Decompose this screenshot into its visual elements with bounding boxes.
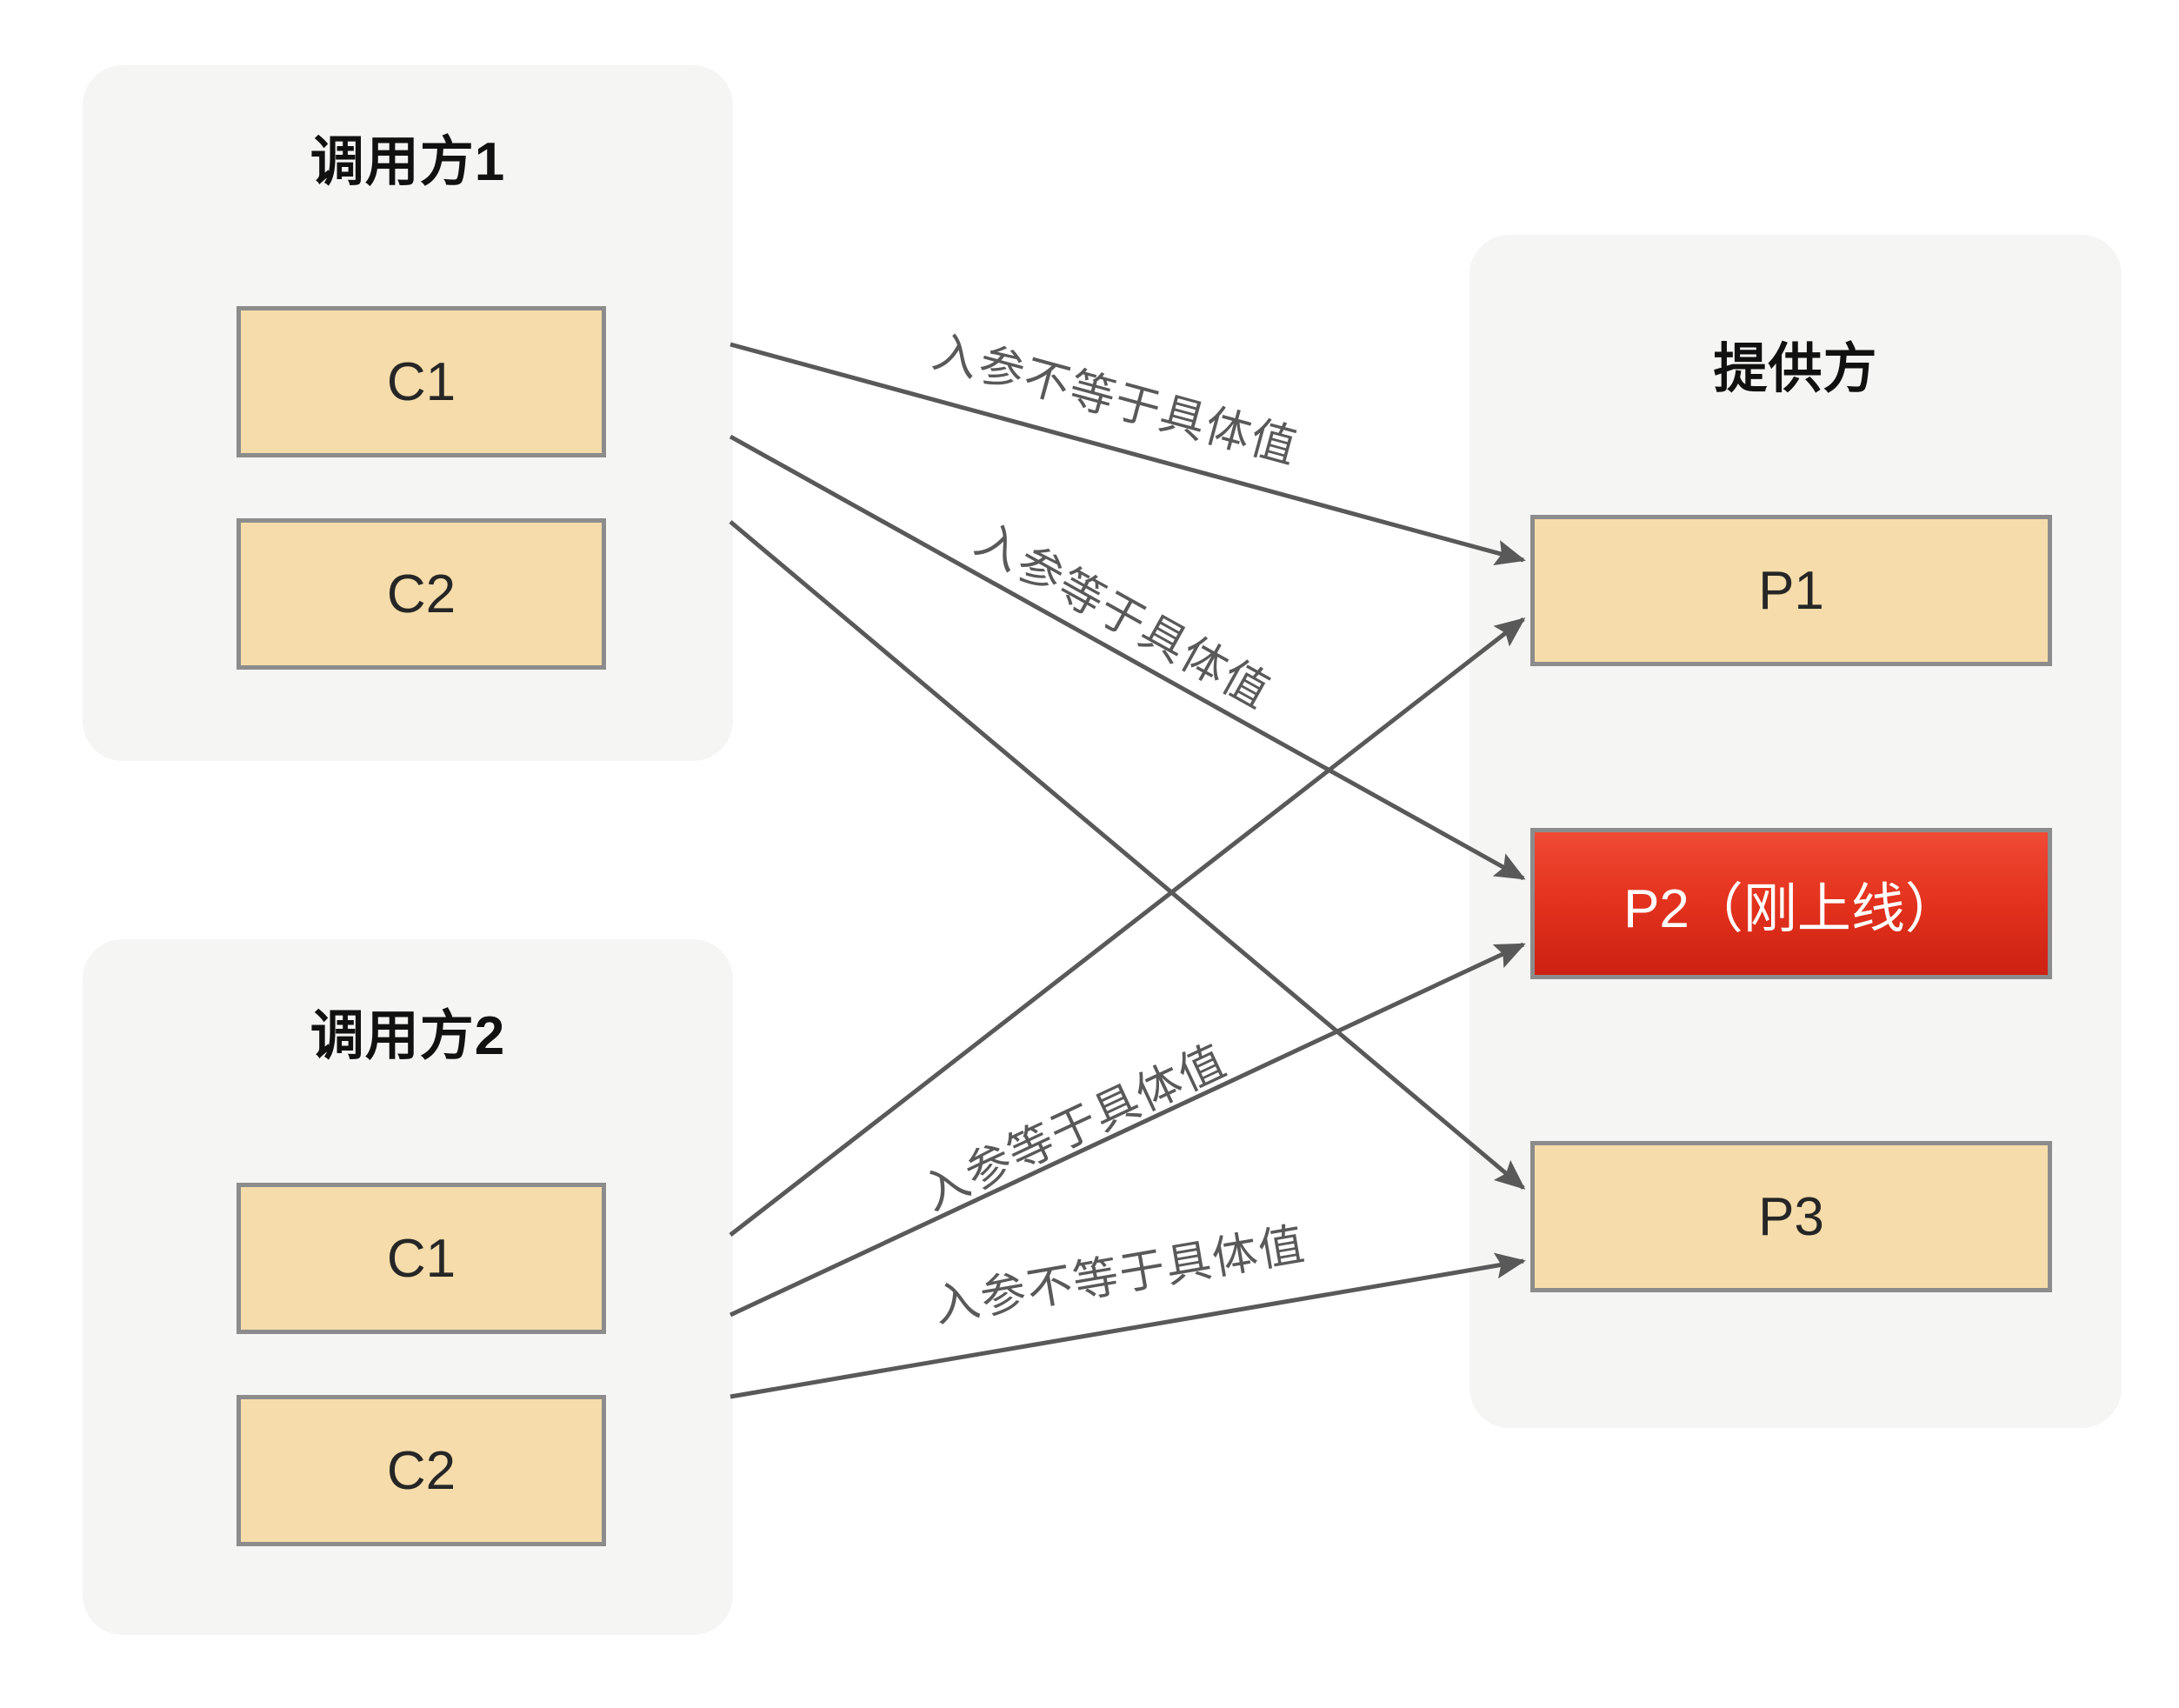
node-provider-p3[interactable]: P3	[1530, 1141, 2052, 1292]
edge-label-e1: 入参不等于具体值	[928, 327, 1303, 474]
node-label: C1	[386, 351, 456, 412]
edge-label-e2: 入参等于具体值	[967, 515, 1279, 719]
edge-label-e6: 入参不等于具体值	[930, 1219, 1309, 1332]
node-label: P2（刚上线）	[1623, 879, 1959, 939]
node-label: C2	[386, 1440, 456, 1501]
node-label: P3	[1758, 1186, 1824, 1247]
edge-e4	[729, 617, 1526, 1237]
node-label: C1	[386, 1228, 456, 1289]
edge-e2	[729, 434, 1526, 881]
edge-e1	[730, 342, 1526, 566]
node-caller1-c1[interactable]: C1	[237, 306, 606, 457]
edge-e5	[729, 942, 1526, 1318]
node-label: C2	[386, 564, 456, 624]
edge-label-e5: 入参等于具体值	[916, 1036, 1235, 1220]
node-caller2-c1[interactable]: C1	[237, 1183, 606, 1334]
node-provider-p2[interactable]: P2（刚上线）	[1530, 828, 2052, 979]
node-label: P1	[1758, 560, 1824, 621]
node-caller1-c2[interactable]: C2	[237, 518, 606, 670]
panel-provider-title: 提供方	[1713, 339, 1878, 399]
node-caller2-c2[interactable]: C2	[237, 1395, 606, 1546]
panel-caller-1-title: 调用方1	[310, 132, 506, 192]
node-provider-p1[interactable]: P1	[1530, 515, 2052, 666]
panel-caller-2-title: 调用方2	[310, 1006, 506, 1066]
edge-e6	[730, 1252, 1526, 1399]
edge-e3	[729, 520, 1526, 1190]
